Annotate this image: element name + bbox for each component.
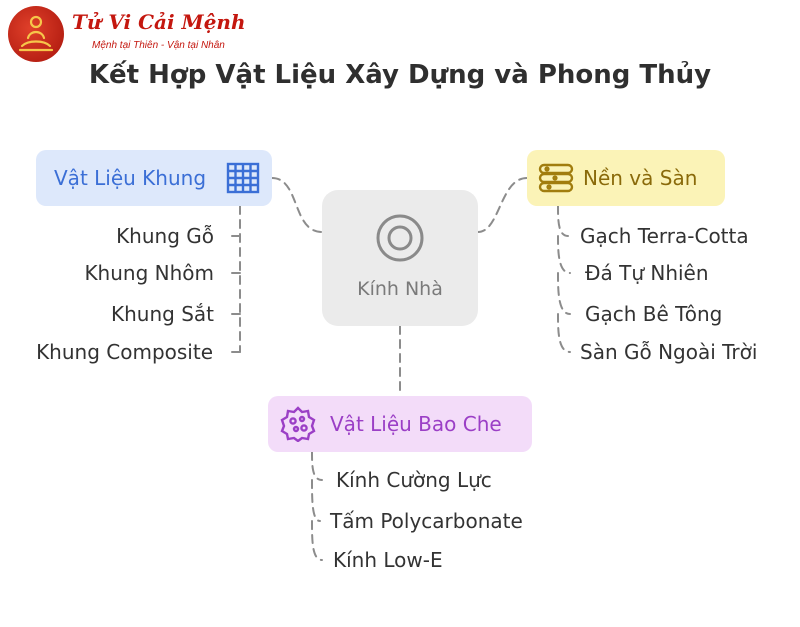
cover-item: Kính Cường Lực: [336, 468, 492, 492]
target-circle-icon: [376, 214, 424, 262]
branch-floor: Nền và Sàn: [527, 150, 725, 206]
frame-item: Khung Nhôm: [84, 261, 214, 285]
logo-name: Tử Vi Cải Mệnh: [72, 10, 246, 34]
cover-item: Kính Low-E: [333, 548, 443, 572]
floor-item: Gạch Bê Tông: [585, 302, 723, 326]
floor-item: Sàn Gỗ Ngoài Trời: [580, 340, 758, 364]
frame-item: Khung Gỗ: [116, 224, 214, 248]
floor-item: Đá Tự Nhiên: [585, 261, 709, 285]
cover-items-trunk: [311, 451, 323, 481]
layers-icon: [538, 163, 574, 193]
cover-item: Tấm Polycarbonate: [330, 509, 523, 533]
badge-dots-icon: [280, 406, 316, 442]
frame-item: Khung Sắt: [111, 302, 214, 326]
frame-item: Khung Composite: [36, 340, 213, 364]
center-node: Kính Nhà: [322, 190, 478, 326]
link-frame-center: [271, 177, 323, 233]
page-title: Kết Hợp Vật Liệu Xây Dựng và Phong Thủy: [88, 60, 712, 90]
floor-item: Gạch Terra-Cotta: [580, 224, 749, 248]
link-floor-center: [477, 177, 528, 233]
branch-cover-label: Vật Liệu Bao Che: [330, 412, 502, 436]
grid-icon: [226, 162, 260, 194]
brand-logo[interactable]: Tử Vi Cải Mệnh Mệnh tại Thiên - Vận tại …: [8, 6, 246, 62]
meditating-buddha-icon: [18, 15, 54, 52]
center-label: Kính Nhà: [357, 278, 443, 300]
logo-tagline: Mệnh tại Thiên - Vận tại Nhân: [92, 40, 225, 51]
branch-floor-label: Nền và Sàn: [583, 166, 698, 190]
floor-items-trunk: [557, 205, 569, 237]
branch-frame-label: Vật Liệu Khung: [54, 166, 207, 190]
logo-emblem: [8, 6, 64, 62]
